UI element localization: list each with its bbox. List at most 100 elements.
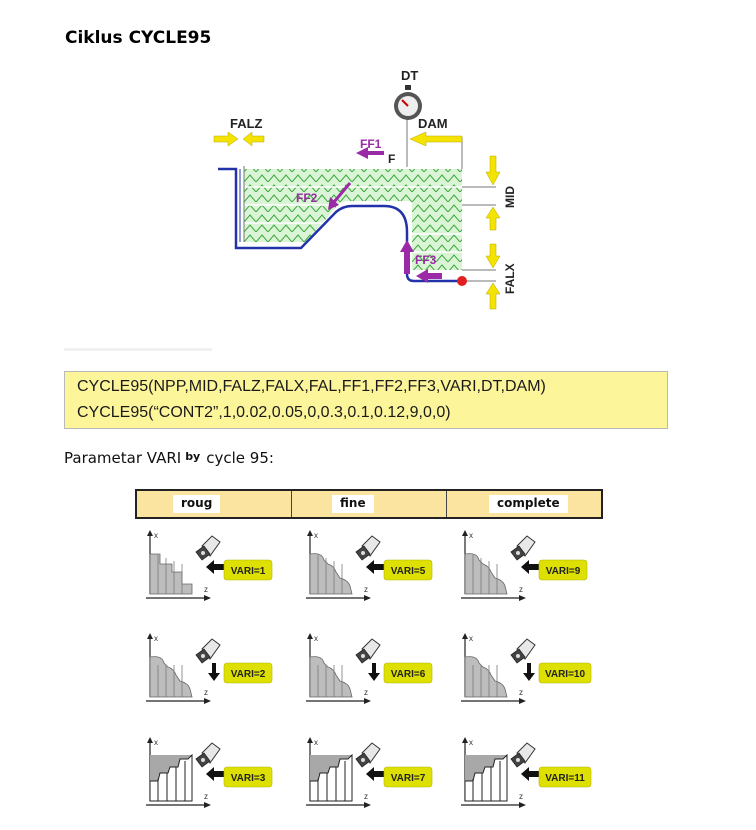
dam-label: DAM — [418, 116, 448, 131]
code-line-syntax: CYCLE95(NPP,MID,FALZ,FALX,FAL,FF1,FF2,FF… — [77, 378, 546, 395]
vari-cell: x z VARI=7 — [306, 737, 433, 808]
axis-x-label: x — [154, 738, 158, 747]
divider — [64, 348, 212, 351]
vari-cell: x z VARI=10 — [461, 633, 592, 704]
code-line-example: CYCLE95(“CONT2”,1,0.02,0.05,0,0.3,0.1,0.… — [77, 404, 451, 421]
ff3-arrows — [400, 240, 442, 283]
feed-arrow-down-icon — [368, 663, 380, 681]
axis-x-label: x — [469, 738, 473, 747]
vari-badge — [383, 766, 433, 788]
vari-badge — [223, 559, 273, 581]
feed-arrow-left-icon — [206, 560, 224, 574]
part-shape — [149, 656, 193, 698]
ff3-label: FF3 — [415, 253, 437, 267]
vari-badge — [383, 662, 433, 684]
dt-label: DT — [401, 68, 418, 83]
vari-badge — [538, 559, 588, 581]
axis-x-label: x — [469, 634, 473, 643]
part-shape — [464, 753, 508, 802]
part-contour — [218, 167, 462, 283]
f-label: F — [388, 152, 395, 166]
part-shape — [464, 656, 508, 698]
vari-badge-label: VARI=6 — [391, 669, 426, 680]
vari-cell: x z VARI=5 — [306, 530, 433, 601]
feed-arrow-left-icon — [521, 767, 539, 781]
axis-x-label: x — [314, 531, 318, 540]
vari-badge-label: VARI=2 — [231, 669, 266, 680]
falz-arrows — [213, 131, 265, 147]
feed-arrow-left-icon — [366, 560, 384, 574]
part-shape — [309, 553, 353, 595]
feed-arrow-left-icon — [521, 560, 539, 574]
vari-badge — [223, 766, 273, 788]
axis-x-label: x — [469, 531, 473, 540]
axis-z-label: z — [364, 688, 368, 697]
falx-label: FALX — [503, 263, 517, 294]
part-shape — [149, 753, 193, 802]
header-complete: complete — [489, 495, 568, 513]
part-shape — [309, 656, 353, 698]
contour-endpoint — [457, 276, 467, 286]
vari-cell: x z VARI=9 — [461, 530, 588, 601]
ff1-label: FF1 — [360, 137, 382, 151]
axis-z-label: z — [364, 792, 368, 801]
axis-z-label: z — [519, 792, 523, 801]
vari-cell: x z VARI=3 — [146, 737, 273, 808]
vari-badge — [223, 662, 273, 684]
axis-z-label: z — [204, 585, 208, 594]
ff1-arrow — [356, 147, 384, 159]
feed-arrow-down-icon — [208, 663, 220, 681]
vari-badge — [383, 559, 433, 581]
axis-x-label: x — [314, 634, 318, 643]
header-cell-complete: complete — [447, 491, 601, 517]
mid-label: MID — [503, 186, 517, 208]
axis-z-label: z — [519, 585, 523, 594]
axis-z-label: z — [519, 688, 523, 697]
vari-caption-rest: cycle 95: — [206, 449, 274, 467]
header-cell-rough: roug — [137, 491, 292, 517]
vari-badge-label: VARI=10 — [545, 669, 586, 680]
dam-arrow — [409, 131, 463, 147]
vari-badge-label: VARI=5 — [391, 566, 426, 577]
cycle95-diagram: DT FALZ DAM FF1 F FF2 FF3 MID FALX — [213, 68, 517, 310]
vari-header-row: roug fine complete — [135, 489, 603, 519]
ff2-label: FF2 — [296, 191, 318, 205]
vari-cell: x z VARI=2 — [146, 633, 273, 704]
vari-badge-label: VARI=9 — [546, 566, 581, 577]
part-shape — [464, 553, 508, 595]
code-block: CYCLE95(NPP,MID,FALZ,FALX,FAL,FF1,FF2,FF… — [64, 371, 668, 429]
axis-z-label: z — [204, 688, 208, 697]
header-cell-fine: fine — [292, 491, 447, 517]
ff2-arrow — [328, 182, 352, 210]
feed-arrow-left-icon — [366, 767, 384, 781]
vari-badge — [538, 766, 592, 788]
axis-x-label: x — [154, 634, 158, 643]
axis-x-label: x — [314, 738, 318, 747]
axis-z-label: z — [364, 585, 368, 594]
vari-caption-by: by — [185, 450, 201, 463]
vari-badge-label: VARI=1 — [231, 566, 266, 577]
header-fine: fine — [332, 495, 374, 513]
vari-grid: xzVARI=1xzVARI=5xzVARI=9xzVARI=2xzVARI=6… — [146, 530, 592, 808]
feed-arrow-down-icon — [523, 663, 535, 681]
mid-arrows — [485, 155, 501, 231]
part-shape — [149, 553, 193, 595]
feed-arrow-left-icon — [206, 767, 224, 781]
vari-cell: x z VARI=11 — [461, 737, 592, 808]
axis-z-label: z — [204, 792, 208, 801]
vari-badge — [538, 662, 592, 684]
stopwatch-icon — [394, 85, 422, 120]
vari-badge-label: VARI=3 — [231, 773, 266, 784]
falx-arrows — [485, 243, 501, 310]
vari-caption-text: Parametar VARI — [64, 449, 182, 467]
falz-label: FALZ — [230, 116, 263, 131]
part-shape — [309, 753, 353, 802]
vari-badge-label: VARI=7 — [391, 773, 426, 784]
vari-badge-label: VARI=11 — [545, 773, 585, 784]
vari-cell: x z VARI=1 — [146, 530, 273, 601]
axis-x-label: x — [154, 531, 158, 540]
vari-cell: x z VARI=6 — [306, 633, 433, 704]
page-title: Ciklus CYCLE95 — [65, 28, 212, 48]
header-rough: roug — [173, 495, 221, 513]
